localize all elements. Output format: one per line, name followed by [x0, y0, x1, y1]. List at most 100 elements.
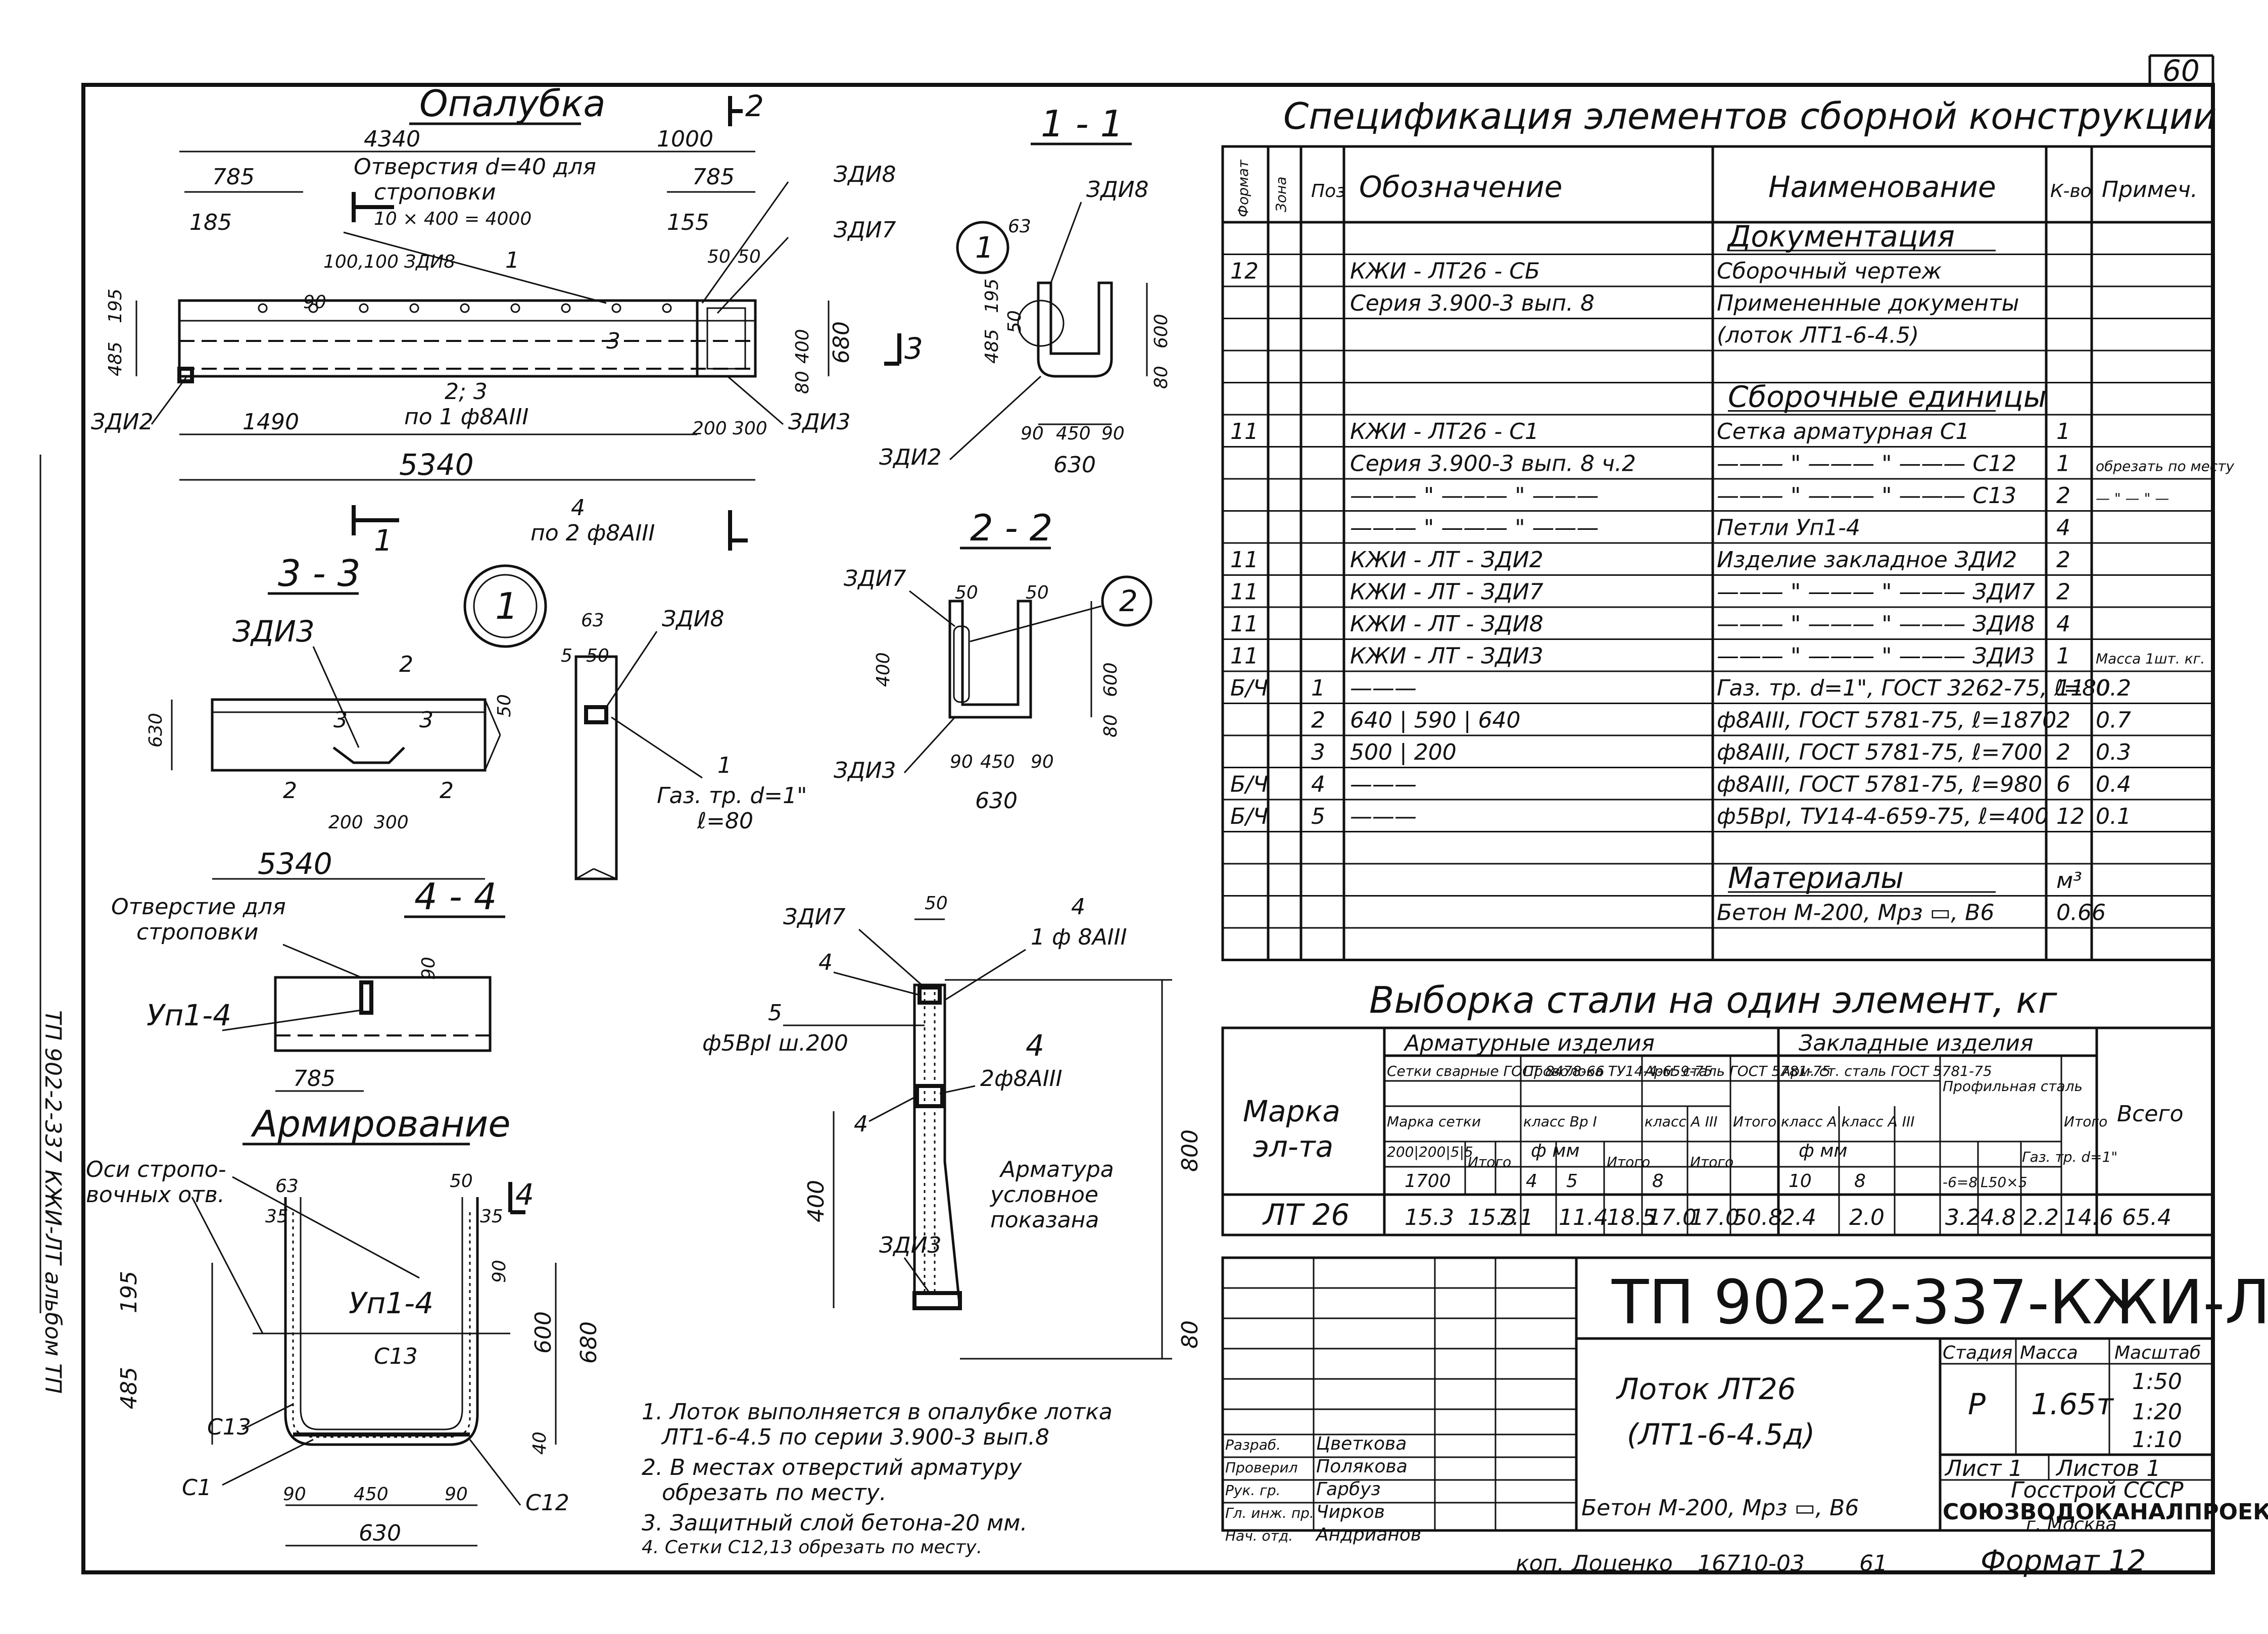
drawing-label: 600 [1100, 662, 1121, 697]
drawing-label: 2 - 2 [970, 507, 1052, 549]
spec-cell-note: 0.7 [2096, 708, 2131, 733]
drawing-label: Формат 12 [1981, 1544, 2146, 1578]
spec-cell-name: ——— " ——— " ——— ЗДИ8 [1717, 611, 2035, 637]
drawing-label: Всего [2117, 1101, 2183, 1127]
steel-cell-v7: 17.0 [1690, 1205, 1740, 1230]
drawing-label: Госстрой СССР [2011, 1477, 2184, 1503]
drawing-label: 50 [450, 1171, 473, 1192]
drawing-label: 1 ф 8АIII [1031, 924, 1127, 950]
drawing-label: Итого [1607, 1154, 1650, 1170]
drawing-label: 3 [419, 707, 433, 733]
drawing-label: Поз [1311, 181, 1345, 202]
steel-title: Выборка стали на один элемент, кг [1369, 979, 2058, 1021]
drawing-label: 3 [606, 328, 620, 354]
steel-cell-v10: 2.0 [1849, 1205, 1885, 1230]
drawing-label: Бетон М-200, Мрз ▭, В6 [1581, 1495, 1859, 1521]
drawing-label: 40 [529, 1431, 550, 1455]
spec-cell-note: 0.1 [2096, 804, 2131, 829]
drawing-label: 4 [1526, 1171, 1537, 1192]
spec-cell-designation: КЖИ - ЛТ26 - СБ [1350, 259, 1540, 284]
drawing-label: 1:50 [2132, 1369, 2182, 1395]
spec-cell-pos: 3 [1311, 739, 1325, 765]
spec-cell-qty: 2 [2056, 547, 2070, 573]
person-role: Рук. гр. [1225, 1482, 1281, 1499]
drawing-label: 4 [854, 1111, 868, 1137]
drawing-label: -6=8 [1943, 1174, 1977, 1191]
drawing-label: 785 [212, 164, 255, 190]
view-section-2-2: 2 - 2 2 ЗДИ7 50 50 400 600 80 ЗДИ3 90 45… [834, 507, 1152, 814]
drawing-label: 1000 [657, 126, 713, 152]
drawing-label: 195 [105, 288, 126, 323]
drawing-label: 80 [1177, 1320, 1203, 1349]
drawing-label: 3 - 3 [278, 552, 360, 595]
spec-cell-qty: 0.66 [2056, 900, 2106, 926]
drawing-label: 630 [146, 713, 166, 748]
drawing-label: 5 [561, 646, 572, 666]
drawing-label: Р [1968, 1387, 1986, 1421]
view-section-3-3: 3 - 3 ЗДИ3 2 3 3 2 2 630 200 300 5340 [146, 552, 501, 881]
spec-cell-designation: 500 | 200 [1350, 739, 1457, 765]
spec-cell-note: 0.4 [2096, 772, 2131, 798]
drawing-label: ЛТ1-6-4.5 по серии 3.900-3 вып.8 [661, 1424, 1049, 1450]
drawing-label: 1 [717, 753, 732, 778]
drawing-label: Арматурные изделия [1403, 1030, 1655, 1056]
drawing-label: 1 [975, 230, 994, 265]
drawing-label: 90 [489, 1260, 510, 1283]
view-opalubka: Опалубка 4340 1000 785 785 185 155 Отвер… [91, 82, 923, 558]
drawing-label: ЗДИ8 [404, 252, 455, 272]
spec-cell-qty: 2 [2056, 579, 2070, 605]
drawing-label: Формат [1235, 160, 1251, 217]
drawing-label: строповки [136, 919, 258, 945]
spec-cell-qty: 1 [2056, 643, 2070, 669]
drawing-label: ЗДИ8 [662, 606, 725, 632]
spec-title: Спецификация элементов сборной конструкц… [1283, 95, 2216, 137]
spec-cell-qty: 4 [2056, 515, 2070, 541]
spec-cell-format: 11 [1230, 419, 1259, 444]
drawing-label: С12 [525, 1490, 569, 1516]
drawing-label: Уп1-4 [147, 998, 231, 1032]
spec-cell-format: 11 [1230, 643, 1259, 669]
spec-cell-qty: 2 [2056, 739, 2070, 765]
spec-cell-designation: КЖИ - ЛТ - ЗДИ8 [1350, 611, 1543, 637]
drawing-label: 80 [1151, 366, 1172, 389]
drawing-label: Лист 1 [1944, 1456, 2022, 1481]
drawing-label: Лоток ЛТ26 [1616, 1372, 1796, 1406]
drawing-label: 1.65т [2031, 1387, 2114, 1421]
drawing-label: 2 [399, 652, 413, 677]
drawing-label: 8 [1652, 1171, 1664, 1192]
drawing-label: 785 [692, 164, 735, 190]
drawing-label: 155 [667, 210, 709, 235]
drawing-label: Арм. сталь ГОСТ 5781-75 [1644, 1063, 1830, 1079]
drawing-label: 800 [1177, 1129, 1203, 1172]
drawing-label: Отверстия d=40 для [354, 154, 596, 180]
drawing-label: 4 [818, 950, 833, 975]
drawing-label: 680 [576, 1321, 602, 1364]
drawing-label: 1 [374, 523, 393, 558]
spec-cell-note: Масса 1шт. кг. [2096, 651, 2205, 667]
drawing-label: 50 [1026, 582, 1049, 603]
drawing-label: 90 [950, 752, 973, 772]
view-detail-reinforcement: ЗДИ7 50 4 1 ф 8АIII 4 5 ф5ВрI ш.200 4 2ф… [702, 893, 1203, 1360]
spec-cell-designation: 640 | 590 | 640 [1350, 708, 1521, 733]
drawing-label: 90 [418, 957, 439, 980]
spec-cell-name: ——— " ——— " ——— С13 [1717, 483, 2016, 509]
steel-cell-v11: 3.2 [1945, 1205, 1981, 1230]
drawing-label: 785 [293, 1066, 335, 1092]
drawing-label: ЗДИ2 [91, 409, 154, 435]
drawing-label: 1490 [243, 409, 299, 435]
drawing-label: 3 [904, 331, 923, 366]
spec-cell-note: 0.2 [2096, 675, 2131, 701]
drawing-label: 200 [328, 812, 363, 833]
steel-cell-v1: 15.3 [1405, 1205, 1454, 1230]
drawing-label: 200|200|5|5 [1387, 1144, 1473, 1160]
drawing-label: Арм. ст. сталь ГОСТ 5781-75 [1780, 1063, 1992, 1079]
drawing-label: 50 [586, 646, 609, 666]
drawing-label: 400 [803, 1180, 829, 1222]
drawing-label: К-во [2050, 181, 2092, 202]
drawing-label: Итого [2064, 1113, 2107, 1130]
drawing-label: Газ. тр. d=1" [657, 783, 807, 809]
spec-cell-name: Петли Уп1-4 [1717, 515, 1860, 541]
drawing-label: Обозначение [1359, 170, 1562, 204]
steel-cell-v9: 2.4 [1781, 1205, 1816, 1230]
drawing-label: 4340 [364, 126, 420, 152]
